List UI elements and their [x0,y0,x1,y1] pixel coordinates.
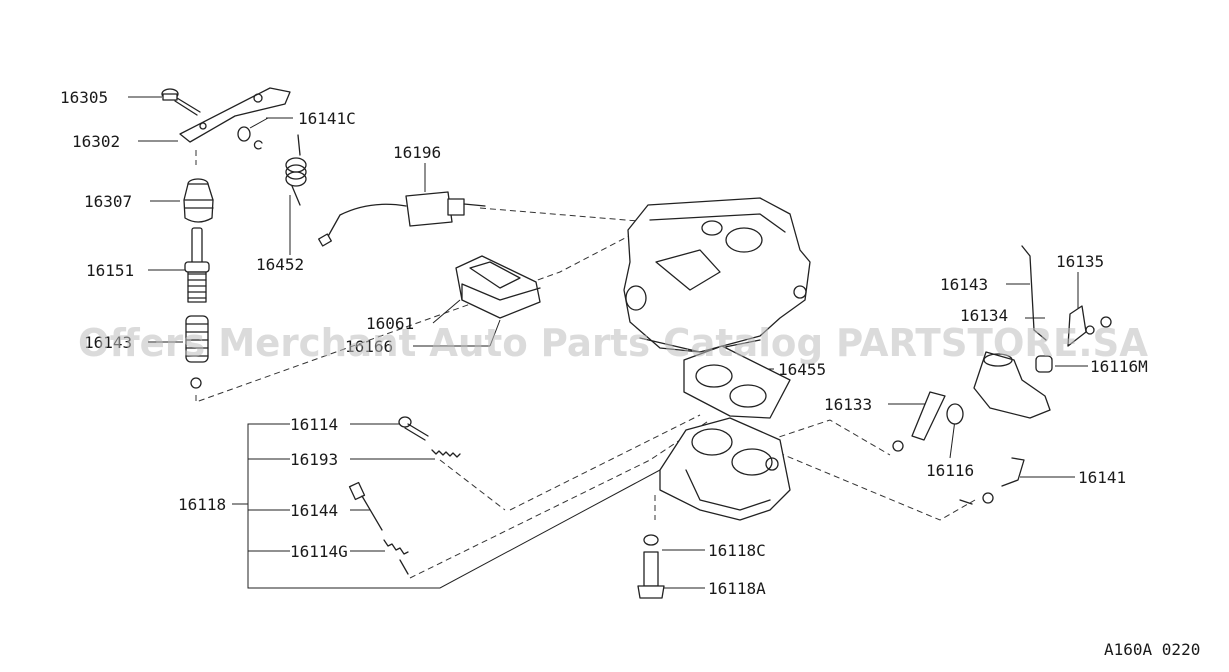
rod-16143-right [1021,245,1047,341]
label-16116[interactable]: 16116 [926,461,974,480]
label-16307[interactable]: 16307 [84,192,132,211]
label-16143-right[interactable]: 16143 [940,275,988,294]
solenoid-16196 [318,191,486,247]
label-16455[interactable]: 16455 [778,360,826,379]
label-16305[interactable]: 16305 [60,88,108,107]
lever-16134 [973,351,1051,419]
label-16166[interactable]: 16166 [345,337,393,356]
label-16114[interactable]: 16114 [290,415,338,434]
label-16141C[interactable]: 16141C [298,109,356,128]
label-16193[interactable]: 16193 [290,450,338,469]
bushing-16116 [946,403,964,425]
screw-16114G [383,539,409,575]
bushing-16116M [1035,355,1053,373]
insulator-16061 [455,255,541,319]
label-16133[interactable]: 16133 [824,395,872,414]
label-16144[interactable]: 16144 [290,501,338,520]
screw-16114 [398,416,429,441]
needle-16144 [348,481,383,531]
washer-16118C [643,534,659,546]
screw-16305 [161,88,201,116]
label-16135[interactable]: 16135 [1056,252,1104,271]
label-16151[interactable]: 16151 [86,261,134,280]
label-16302[interactable]: 16302 [72,132,120,151]
label-16061[interactable]: 16061 [366,314,414,333]
label-16118[interactable]: 16118 [178,495,226,514]
part-number-labels: 16305 16302 16141C 16307 16151 16143 164… [60,88,1148,598]
leader-lines [128,96,1088,589]
label-16452[interactable]: 16452 [256,255,304,274]
label-16196[interactable]: 16196 [393,143,441,162]
housing-16307 [183,178,214,223]
label-16143-left[interactable]: 16143 [84,333,132,352]
lever-16302 [179,87,291,143]
spring-16452 [285,134,307,206]
watermark-text: Offers Merchant Auto Parts Catalog PARTS… [78,321,1149,365]
label-16116M[interactable]: 16116M [1090,357,1148,376]
washer-16141C [237,126,263,150]
spring-16193 [431,449,461,458]
figure-code: A160A 0220 [1104,640,1200,659]
label-16141[interactable]: 16141 [1078,468,1126,487]
label-16134[interactable]: 16134 [960,306,1008,325]
spring-16143-left [185,315,209,389]
link-16133 [892,391,946,452]
carburetor-upper-body [623,197,811,353]
bolt-16118A [637,551,665,599]
gasket-16455 [683,345,791,419]
label-16118C[interactable]: 16118C [708,541,766,560]
rod-16151 [184,227,210,303]
label-16118A[interactable]: 16118A [708,579,766,598]
label-16114G[interactable]: 16114G [290,542,348,561]
bracket-16135 [1067,305,1112,347]
rod-16141 [959,457,1025,505]
throttle-body-lower [659,417,791,521]
